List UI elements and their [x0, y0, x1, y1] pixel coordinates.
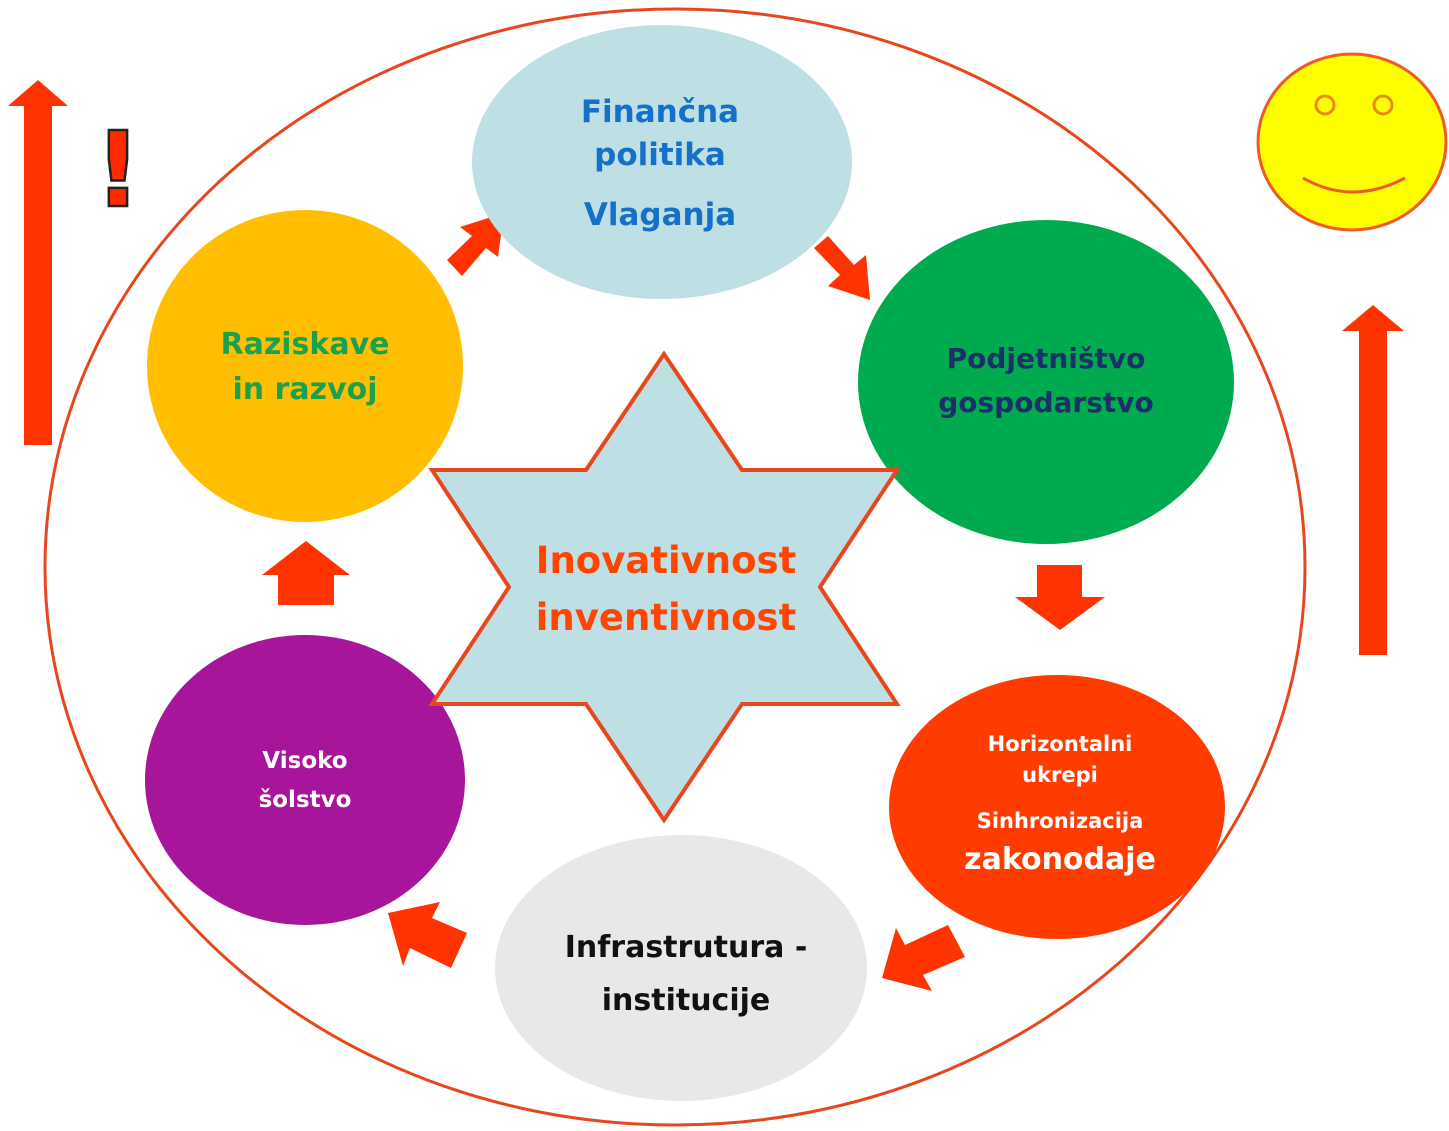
outer-ring — [43, 7, 1307, 1127]
exclamation-mark-icon: ! — [94, 109, 141, 231]
node-horizontalni-ukrepi — [889, 675, 1225, 939]
up-arrow-icon — [1342, 305, 1404, 655]
cycle-arrows — [262, 213, 1105, 991]
center-title-line2: inventivnost — [536, 596, 797, 639]
center-star — [428, 350, 901, 824]
visoko-label-line1: Visoko — [262, 748, 347, 774]
arrow-horizontalni-to-infrastruktura — [882, 925, 965, 991]
arrow-raziskave-to-financna — [447, 213, 504, 276]
infrastruktura-label-line1: Infrastrutura - — [565, 930, 808, 965]
horizontalni-label-line1: Horizontalni — [988, 732, 1133, 756]
node-raziskave — [147, 210, 463, 522]
horizontalni-label-line4: zakonodaje — [964, 842, 1156, 877]
financna-label-line1: Finančna — [581, 94, 739, 130]
infrastruktura-label-line2: institucije — [602, 983, 771, 1018]
podjetnistvo-label-line2: gospodarstvo — [938, 386, 1154, 419]
node-financna-politika — [472, 25, 852, 299]
raziskave-label-line1: Raziskave — [220, 327, 389, 362]
center-title-line1: Inovativnost — [536, 539, 797, 582]
raziskave-label-line2: in razvoj — [232, 372, 377, 407]
arrow-visoko-to-raziskave — [262, 541, 350, 605]
podjetnistvo-label-line1: Podjetništvo — [947, 342, 1146, 375]
financna-label-line3: Vlaganja — [584, 197, 736, 233]
smiley-face-icon — [1256, 52, 1448, 232]
horizontalni-label-line3: Sinhronizacija — [977, 809, 1144, 833]
arrow-podjetnistvo-to-horizontalni — [1015, 565, 1105, 630]
horizontalni-label-line2: ukrepi — [1022, 763, 1098, 787]
up-arrow-icon — [8, 80, 68, 445]
visoko-label-line2: šolstvo — [259, 787, 352, 813]
arrow-infrastruktura-to-visoko — [388, 902, 467, 968]
node-podjetnistvo — [858, 220, 1234, 544]
node-infrastruktura — [495, 835, 867, 1101]
arrow-financna-to-podjetnistvo — [814, 236, 870, 300]
node-visoko-solstvo — [145, 635, 465, 925]
financna-label-line2: politika — [594, 137, 726, 173]
